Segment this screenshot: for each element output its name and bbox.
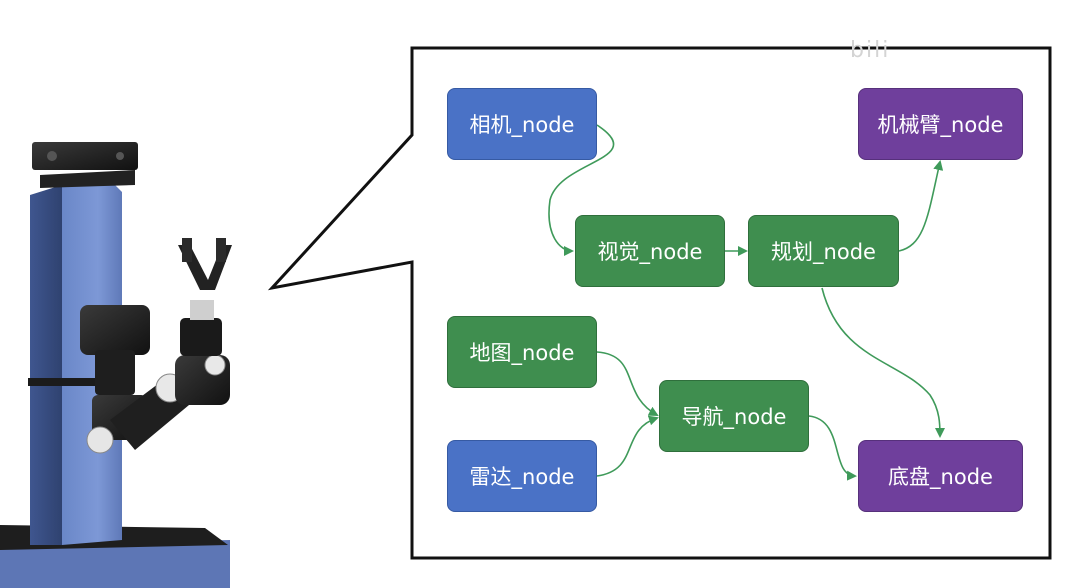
node-map: 地图_node [447,316,597,388]
edge-planning-to-arm [898,160,944,252]
node-vision: 视觉_node [575,215,725,287]
arm-upper [95,350,135,395]
arm-flange [190,300,214,320]
edge-navigation-to-chassis [808,415,857,481]
edge-planning-to-chassis [821,287,945,438]
depth-camera [32,142,138,170]
arm-shoulder [80,305,150,355]
edge-lidar-to-navigation [596,415,659,477]
node-camera: 相机_node [447,88,597,160]
watermark: bili [850,38,891,63]
node-lidar: 雷达_node [447,440,597,512]
gripper-finger [216,238,226,262]
arm-wrist-link [180,318,222,356]
node-arm: 机械臂_node [858,88,1023,160]
gripper-finger [182,238,192,262]
camera-mount [40,170,135,188]
robot-illustration [0,142,232,588]
arm-joint-cap [86,426,114,454]
node-chassis: 底盘_node [858,440,1023,512]
robot-base [0,540,230,588]
robot-column-ring [28,378,128,386]
speech-bubble-frame [267,46,1052,560]
node-navigation: 导航_node [659,380,809,452]
edge-map-to-navigation [596,351,659,416]
edge-camera-to-vision [548,124,615,256]
camera-lens-icon [116,152,124,160]
node-planning: 规划_node [748,215,899,287]
robot-column [62,182,122,545]
camera-lens-icon [47,151,57,161]
robot-column-side [30,185,62,545]
